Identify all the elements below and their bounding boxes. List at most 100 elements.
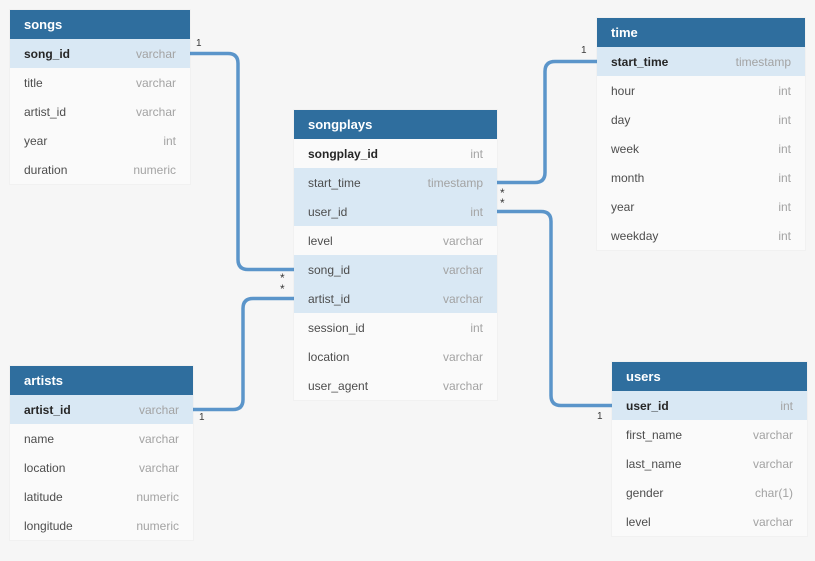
row-songplays-user_agent[interactable]: user_agent varchar xyxy=(294,371,497,400)
field-name: name xyxy=(24,431,55,446)
row-users-last_name[interactable]: last_name varchar xyxy=(612,449,807,478)
field-type: numeric xyxy=(133,162,176,177)
field-type: int xyxy=(778,141,791,156)
field-name: year xyxy=(24,133,48,148)
row-users-user_id[interactable]: user_id int xyxy=(612,391,807,420)
cardinality-one-songs: 1 xyxy=(196,38,202,49)
field-type: timestamp xyxy=(735,54,791,69)
row-artists-latitude[interactable]: latitude numeric xyxy=(10,482,193,511)
field-name: longitude xyxy=(24,518,73,533)
table-artists-header[interactable]: artists xyxy=(10,366,193,395)
field-type: varchar xyxy=(138,402,179,417)
row-songs-title[interactable]: title varchar xyxy=(10,68,190,97)
row-time-start_time[interactable]: start_time timestamp xyxy=(597,47,805,76)
table-users-title: users xyxy=(626,369,661,384)
field-type: numeric xyxy=(136,518,179,533)
field-type: varchar xyxy=(442,291,483,306)
row-songplays-artist_id[interactable]: artist_id varchar xyxy=(294,284,497,313)
field-type: varchar xyxy=(135,46,176,61)
field-type: int xyxy=(470,204,483,219)
row-songplays-level[interactable]: level varchar xyxy=(294,226,497,255)
relationship-line-songs-songplays[interactable] xyxy=(190,51,294,272)
row-songplays-songplay_id[interactable]: songplay_id int xyxy=(294,139,497,168)
cardinality-many-start_time: * xyxy=(500,186,505,200)
table-artists-title: artists xyxy=(24,373,64,388)
table-songs[interactable]: songs song_id varchar title varchar arti… xyxy=(10,10,190,184)
table-songs-header[interactable]: songs xyxy=(10,10,190,39)
field-type: varchar xyxy=(135,104,176,119)
table-time[interactable]: time start_time timestamp hour int day i… xyxy=(597,18,805,250)
row-artists-name[interactable]: name varchar xyxy=(10,424,193,453)
field-name: first_name xyxy=(626,427,683,442)
table-time-header[interactable]: time xyxy=(597,18,805,47)
row-time-year[interactable]: year int xyxy=(597,192,805,221)
relationship-line-artists-songplays[interactable] xyxy=(193,296,294,412)
row-songs-song_id[interactable]: song_id varchar xyxy=(10,39,190,68)
table-users[interactable]: users user_id int first_name varchar las… xyxy=(612,362,807,536)
field-type: numeric xyxy=(136,489,179,504)
field-name: level xyxy=(308,233,333,248)
row-time-day[interactable]: day int xyxy=(597,105,805,134)
field-name: gender xyxy=(626,485,664,500)
row-users-first_name[interactable]: first_name varchar xyxy=(612,420,807,449)
field-name: user_id xyxy=(308,204,348,219)
table-users-header[interactable]: users xyxy=(612,362,807,391)
field-name: song_id xyxy=(308,262,351,277)
field-name: song_id xyxy=(24,46,71,61)
field-name: year xyxy=(611,199,635,214)
row-songs-artist_id[interactable]: artist_id varchar xyxy=(10,97,190,126)
field-type: int xyxy=(780,398,793,413)
field-name: artist_id xyxy=(24,402,71,417)
cardinality-one-users: 1 xyxy=(597,411,603,422)
field-name: title xyxy=(24,75,43,90)
row-songs-year[interactable]: year int xyxy=(10,126,190,155)
row-songs-duration[interactable]: duration numeric xyxy=(10,155,190,184)
row-time-hour[interactable]: hour int xyxy=(597,76,805,105)
row-artists-location[interactable]: location varchar xyxy=(10,453,193,482)
field-name: user_agent xyxy=(308,378,369,393)
row-songplays-session_id[interactable]: session_id int xyxy=(294,313,497,342)
row-time-month[interactable]: month int xyxy=(597,163,805,192)
row-artists-artist_id[interactable]: artist_id varchar xyxy=(10,395,193,424)
field-type: int xyxy=(778,199,791,214)
field-name: week xyxy=(611,141,640,156)
field-type: varchar xyxy=(442,349,483,364)
field-name: weekday xyxy=(611,228,659,243)
field-type: int xyxy=(470,320,483,335)
relationship-line-songplays-time[interactable] xyxy=(497,59,597,185)
cardinality-one-artists: 1 xyxy=(199,412,205,423)
field-name: start_time xyxy=(611,54,669,69)
field-name: latitude xyxy=(24,489,63,504)
field-type: int xyxy=(163,133,176,148)
field-type: int xyxy=(778,83,791,98)
field-name: hour xyxy=(611,83,636,98)
field-name: duration xyxy=(24,162,68,177)
table-songplays-header[interactable]: songplays xyxy=(294,110,497,139)
field-type: int xyxy=(778,170,791,185)
field-type: varchar xyxy=(138,431,179,446)
field-type: timestamp xyxy=(427,175,483,190)
row-songplays-location[interactable]: location varchar xyxy=(294,342,497,371)
row-users-gender[interactable]: gender char(1) xyxy=(612,478,807,507)
field-name: day xyxy=(611,112,631,127)
table-artists[interactable]: artists artist_id varchar name varchar l… xyxy=(10,366,193,540)
field-name: start_time xyxy=(308,175,361,190)
table-time-title: time xyxy=(611,25,638,40)
relationship-line-songplays-users[interactable] xyxy=(497,209,612,408)
row-songplays-song_id[interactable]: song_id varchar xyxy=(294,255,497,284)
row-songplays-start_time[interactable]: start_time timestamp xyxy=(294,168,497,197)
row-songplays-user_id[interactable]: user_id int xyxy=(294,197,497,226)
table-songs-title: songs xyxy=(24,17,63,32)
field-type: char(1) xyxy=(754,485,793,500)
row-time-week[interactable]: week int xyxy=(597,134,805,163)
table-songplays-title: songplays xyxy=(308,117,373,132)
field-type: varchar xyxy=(752,514,793,529)
row-users-level[interactable]: level varchar xyxy=(612,507,807,536)
row-artists-longitude[interactable]: longitude numeric xyxy=(10,511,193,540)
field-type: varchar xyxy=(752,427,793,442)
field-name: last_name xyxy=(626,456,682,471)
table-songplays[interactable]: songplays songplay_id int start_time tim… xyxy=(294,110,497,400)
row-time-weekday[interactable]: weekday int xyxy=(597,221,805,250)
